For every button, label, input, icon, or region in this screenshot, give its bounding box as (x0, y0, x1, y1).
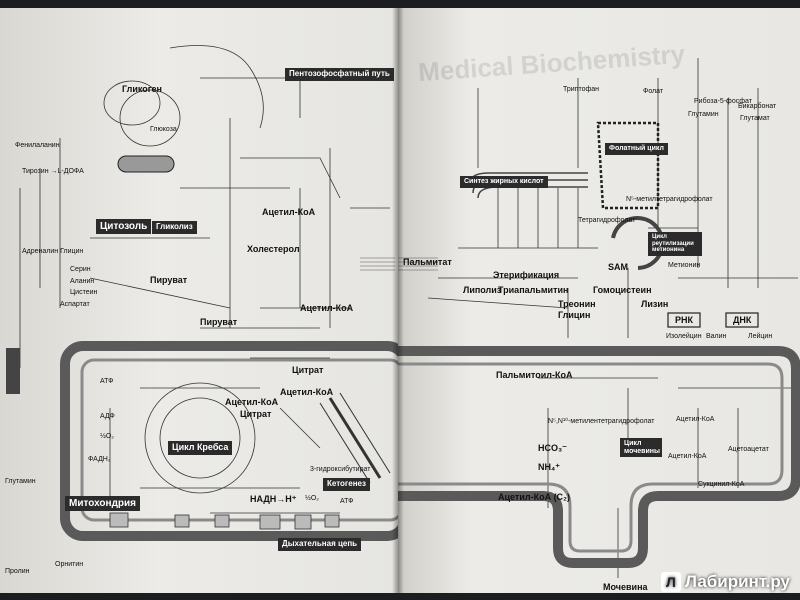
nh4-label: NH₄⁺ (538, 462, 561, 472)
glucose-label: Глюкоза (150, 126, 177, 133)
atp-label: АТФ (100, 378, 114, 385)
proline-label: Пролин (5, 568, 30, 575)
glycogen-label: Гликоген (122, 84, 162, 94)
folate-cycle-box: Фолатный цикл (605, 143, 668, 155)
hydroxybutyrate-label: 3-гидроксибутират (310, 466, 371, 473)
cytosol-box: Цитозоль (96, 219, 152, 234)
methylene-thf-label: N⁵,N¹⁰-метилентетрагидрофолат (548, 418, 655, 425)
lysine-label: Лизин (641, 299, 669, 309)
ribose-label: Рибоза-5-фосфат (694, 98, 752, 105)
pyruvate-label: Пируват (150, 275, 188, 285)
palmitoyl-coa-label: Пальмитоил-КоА (496, 370, 573, 380)
ketogenesis-box: Кетогенез (323, 478, 370, 491)
glycine-label: Глицин (558, 310, 591, 320)
fatty-acid-box: Синтез жирных кислот (460, 176, 548, 188)
right-page: Medical Biochemistry (398, 8, 800, 593)
cholesterol-label: Холестерол (247, 244, 300, 254)
adrenaline-glycine-label: Адреналин Глицин (22, 248, 84, 255)
o2-label: ½O₂ (100, 433, 114, 440)
hco3-label: HCO₃⁻ (538, 443, 567, 453)
acetyl-coa-r2-label: Ацетил-КоА (668, 453, 707, 460)
leucine-label: Лейцин (748, 333, 773, 340)
glutamine-label: Глутамин (5, 478, 36, 485)
acetoacetate-label: Ацетоацетат (728, 446, 769, 453)
tryptophan-label: Триптофан (563, 86, 600, 93)
atp2-label: АТФ (340, 498, 354, 505)
alanine-label: Аланин (70, 278, 95, 285)
sam-label: SAM (608, 262, 628, 272)
o2b-label: ½O₂ (305, 495, 319, 502)
glycolysis-box: Гликолиз (152, 221, 197, 234)
rna-label: РНК (675, 315, 693, 325)
urea-label: Мочевина (603, 582, 648, 592)
aspartate-label: Аспартат (60, 301, 90, 308)
lipolysis-label: Липолиз (463, 285, 502, 295)
threonine-label: Треонин (558, 299, 596, 309)
acetyl-coa3-label: Ацетил-КоА (280, 387, 334, 397)
triacylglycerol-label: Триапальмитин (498, 285, 569, 295)
left-pathway-lines (6, 45, 398, 541)
labirint-logo-icon: Л (660, 572, 681, 592)
acetyl-coa2-label: Ацетил-КоА (300, 303, 354, 313)
methionine-cycle-box: Цикл реутилизации метионина (648, 232, 702, 256)
methyl-thf-label: N⁵-метилтетрагидрофолат (626, 196, 713, 203)
acetyl-coa4-label: Ацетил-КоА (225, 397, 279, 407)
fadh-label: ФАДН₂ (88, 456, 111, 463)
ornithine-label: Орнитин (55, 561, 84, 568)
serine-label: Серин (70, 266, 91, 273)
esterification-label: Этерификация (493, 270, 560, 280)
dna-label: ДНК (733, 315, 752, 325)
pentose-phosphate-box: Пентозофосфатный путь (285, 68, 394, 81)
acetyl-coa-label: Ацетил-КоА (262, 207, 316, 217)
bicarbonate-label: Бикарбонат (738, 103, 777, 110)
watermark-text: Лабиринт.ру (684, 572, 790, 591)
glutamate-label: Глутамат (740, 115, 770, 122)
folate-label: Фолат (643, 88, 664, 95)
adp-label: АДФ (100, 413, 115, 420)
methionine-label: Метионин (668, 262, 701, 269)
book-spine (392, 8, 404, 593)
left-page: Гликоген Глюкоза Пентозофосфатный путь Ф… (0, 8, 398, 593)
nadh-label: НАДН→H⁺ (250, 494, 297, 504)
glutamine-r-label: Глутамин (688, 111, 719, 118)
homocysteine-label: Гомоцистеин (593, 285, 652, 295)
acetyl-c2-label: Ацетил-КоА (С₂) (498, 492, 571, 502)
isoleucine-label: Изолейцин (666, 333, 702, 340)
respiratory-chain-box: Дыхательная цепь (278, 538, 362, 551)
valine-label: Валин (706, 333, 727, 340)
citrate2-label: Цитрат (240, 409, 272, 419)
citrate-label: Цитрат (292, 365, 324, 375)
watermark: Л Лабиринт.ру (660, 572, 790, 592)
pyruvate2-label: Пируват (200, 317, 238, 327)
phenylalanine-label: Фенилаланин (15, 142, 60, 149)
krebs-cycle-box: Цикл Кребса (168, 441, 233, 455)
acetyl-coa-r-label: Ацетил-КоА (676, 416, 715, 423)
thf-label: Тетрагидрофолат (578, 217, 636, 224)
palmitate-label: Пальмитат (403, 257, 452, 267)
tyrosine-label: Тирозин →L-ДОФА (22, 168, 84, 175)
cysteine-label: Цистеин (70, 289, 98, 296)
mitochondria-box: Митохондрия (65, 496, 141, 511)
urea-cycle-box: Цикл мочевины (620, 438, 662, 458)
succinyl-coa-label: Сукцинил-КоА (698, 481, 745, 488)
right-pathway-lines (398, 58, 800, 578)
